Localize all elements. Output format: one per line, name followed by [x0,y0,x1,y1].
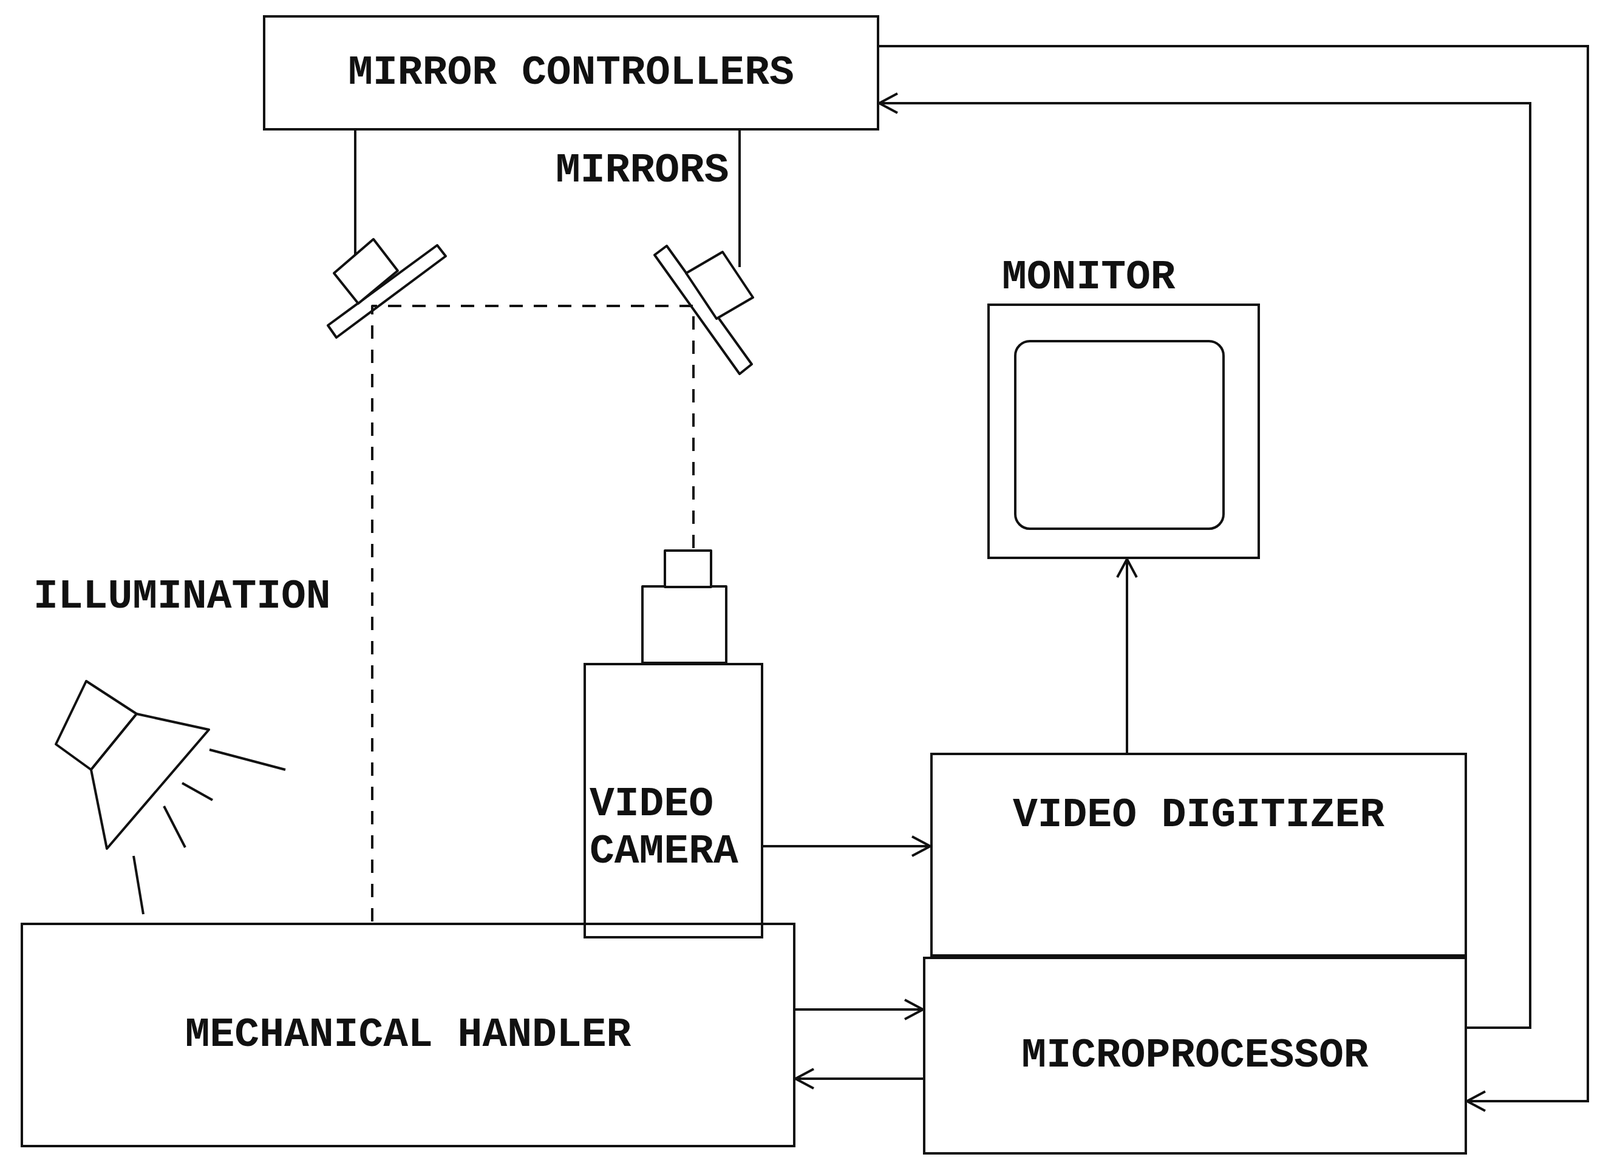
mirror-arm [354,130,357,256]
light-ray [182,783,213,801]
lamp [91,714,209,849]
node-label: MICROPROCESSOR [925,1032,1465,1080]
mirror-motor [686,251,753,319]
part-label: MIRRORS [555,148,730,194]
mirror-arm [738,130,741,268]
handler-box: MECHANICAL HANDLER [20,922,796,1148]
digitizer-box: VIDEO DIGITIZER [930,752,1468,957]
node-label: MONITOR [1001,253,1176,302]
camera-lens [664,550,712,588]
camera-lens [642,586,727,664]
connector [795,1000,923,1020]
node-label: VIDEO CAMERA [585,780,761,876]
connector [1117,559,1137,753]
node-label: VIDEO DIGITIZER [932,791,1465,840]
node-label: MIRROR CONTROLLERS [265,49,877,97]
light-ray [209,749,286,770]
connector [879,93,1531,1029]
camera-body: VIDEO CAMERA [583,663,764,939]
light-ray [163,806,186,848]
controller-box: MIRROR CONTROLLERS [262,15,880,131]
light-ray [133,856,144,915]
processor-box: MICROPROCESSOR [922,956,1468,1155]
monitor-screen [1014,340,1225,531]
part-label: ILLUMINATION [33,574,331,620]
connector [763,836,931,857]
node-label: MECHANICAL HANDLER [23,1011,794,1059]
mirror-motor [333,239,398,304]
connector [795,1069,923,1089]
monitor-box: MONITOR [987,303,1260,560]
connector [879,46,1588,1112]
